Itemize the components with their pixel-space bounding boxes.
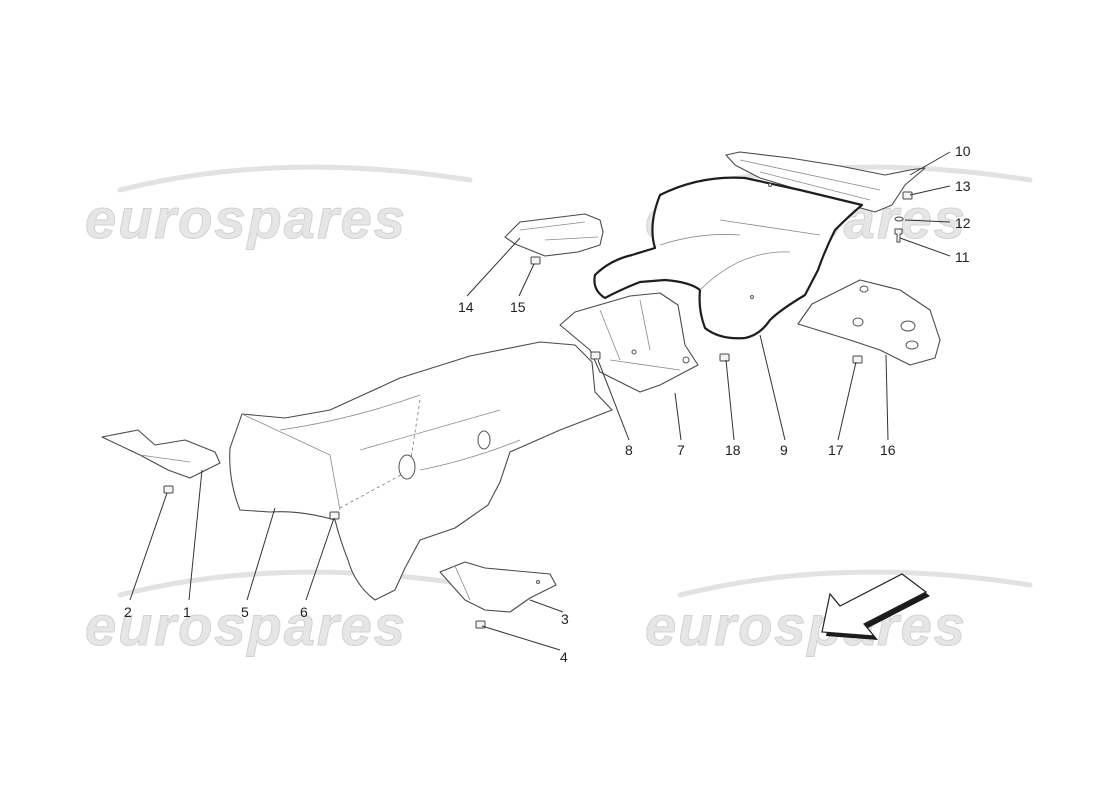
part-7-central-shield (559, 292, 699, 393)
callout-9: 9 (780, 442, 788, 458)
clip-17 (852, 355, 863, 364)
callout-7: 7 (677, 442, 685, 458)
callout-12: 12 (955, 215, 971, 231)
part-16-right-shield (797, 279, 941, 366)
clip-13 (902, 191, 913, 200)
callout-10: 10 (955, 143, 971, 159)
part-10-rear-shield (725, 151, 926, 213)
direction-arrow-icon (821, 573, 930, 640)
part-14-small-shield (504, 213, 604, 257)
callout-4: 4 (560, 649, 568, 665)
clip-2 (163, 485, 174, 494)
watermark-text: eurospares (645, 594, 967, 657)
watermark-text: eurospares (85, 187, 407, 250)
callout-6: 6 (300, 604, 308, 620)
callout-15: 15 (510, 299, 526, 315)
callout-2: 2 (124, 604, 132, 620)
leader-lines (129, 151, 951, 651)
callout-18: 18 (725, 442, 741, 458)
callout-labels: 1 2 3 4 5 6 7 8 9 10 11 12 13 14 15 16 1… (124, 143, 971, 665)
watermark-top-left: eurospares (85, 164, 473, 251)
callout-3: 3 (561, 611, 569, 627)
callout-11: 11 (955, 249, 970, 265)
clip-15 (530, 256, 541, 265)
part-9-tunnel-heat-shield (593, 176, 864, 340)
fastener-clips (163, 191, 913, 629)
clip-8 (590, 351, 601, 360)
clip-18 (719, 353, 730, 362)
callout-16: 16 (880, 442, 896, 458)
bolt-11 (894, 228, 903, 243)
clip-6 (329, 511, 340, 520)
callout-1: 1 (183, 604, 191, 620)
callout-8: 8 (625, 442, 633, 458)
watermark-bottom-left: eurospares (85, 569, 473, 658)
washer-12 (894, 216, 904, 222)
callout-13: 13 (955, 178, 971, 194)
part-3-lower-shield (439, 561, 557, 613)
callout-5: 5 (241, 604, 249, 620)
callout-17: 17 (828, 442, 844, 458)
part-5-main-tunnel-shield (229, 341, 613, 601)
callout-14: 14 (458, 299, 474, 315)
watermark-text: eurospares (85, 594, 407, 657)
part-1-left-shield (101, 429, 221, 479)
